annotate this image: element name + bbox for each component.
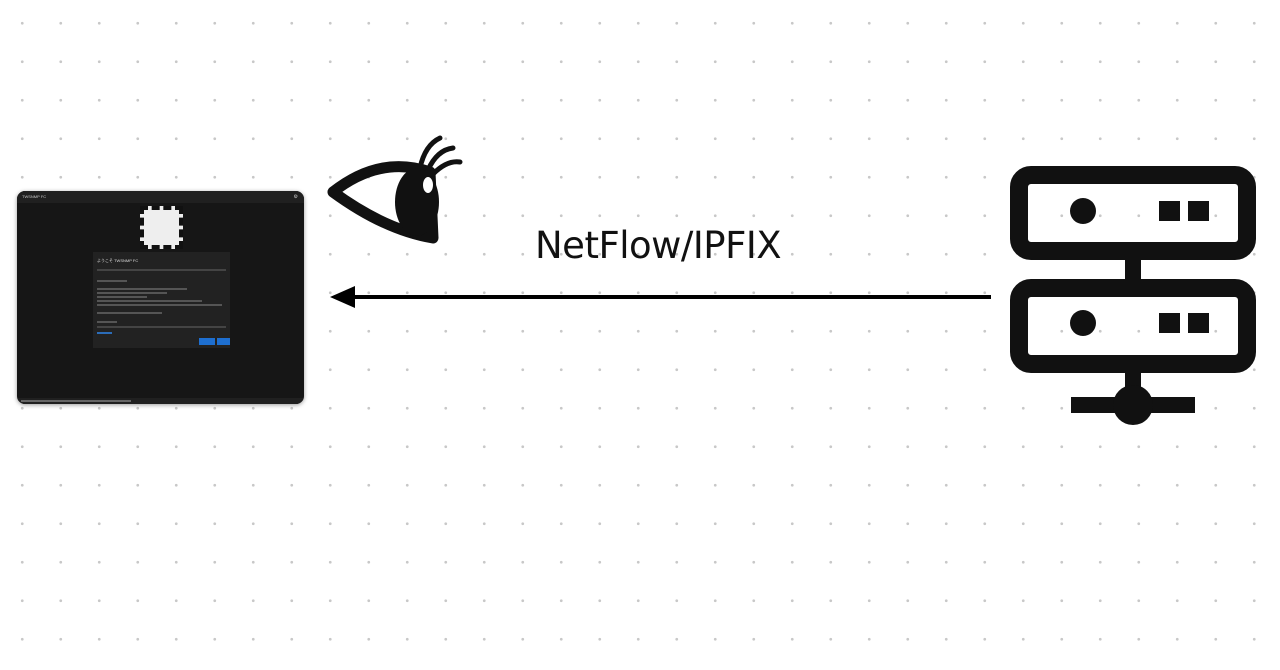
- input-line: [97, 326, 226, 328]
- text-line: [97, 304, 222, 306]
- twsnmp-screenshot: TWSNMP FC ⚙ ようこそ TWSNMP FC: [17, 191, 304, 404]
- text-line: [97, 300, 202, 302]
- text-line: [97, 312, 162, 314]
- footer: [17, 398, 304, 404]
- text-line: [97, 296, 147, 298]
- flow-label: NetFlow/IPFIX: [535, 224, 782, 267]
- eye-icon: [327, 135, 463, 244]
- window-titlebar: TWSNMP FC ⚙: [17, 191, 304, 203]
- arrow-left-icon: [330, 286, 991, 308]
- text-line: [97, 288, 187, 290]
- text-line: [97, 280, 127, 282]
- settings-icon: ⚙: [293, 194, 298, 200]
- welcome-dialog: ようこそ TWSNMP FC: [93, 252, 230, 348]
- server-icon: [1010, 166, 1256, 425]
- text-line: [97, 321, 117, 323]
- window-title: TWSNMP FC: [22, 194, 47, 199]
- welcome-title: ようこそ TWSNMP FC: [97, 258, 139, 263]
- secondary-button: [217, 338, 230, 345]
- primary-button: [199, 338, 215, 345]
- divider: [97, 269, 226, 271]
- text-line: [97, 292, 167, 294]
- link: [97, 332, 112, 334]
- app-logo: [140, 206, 183, 249]
